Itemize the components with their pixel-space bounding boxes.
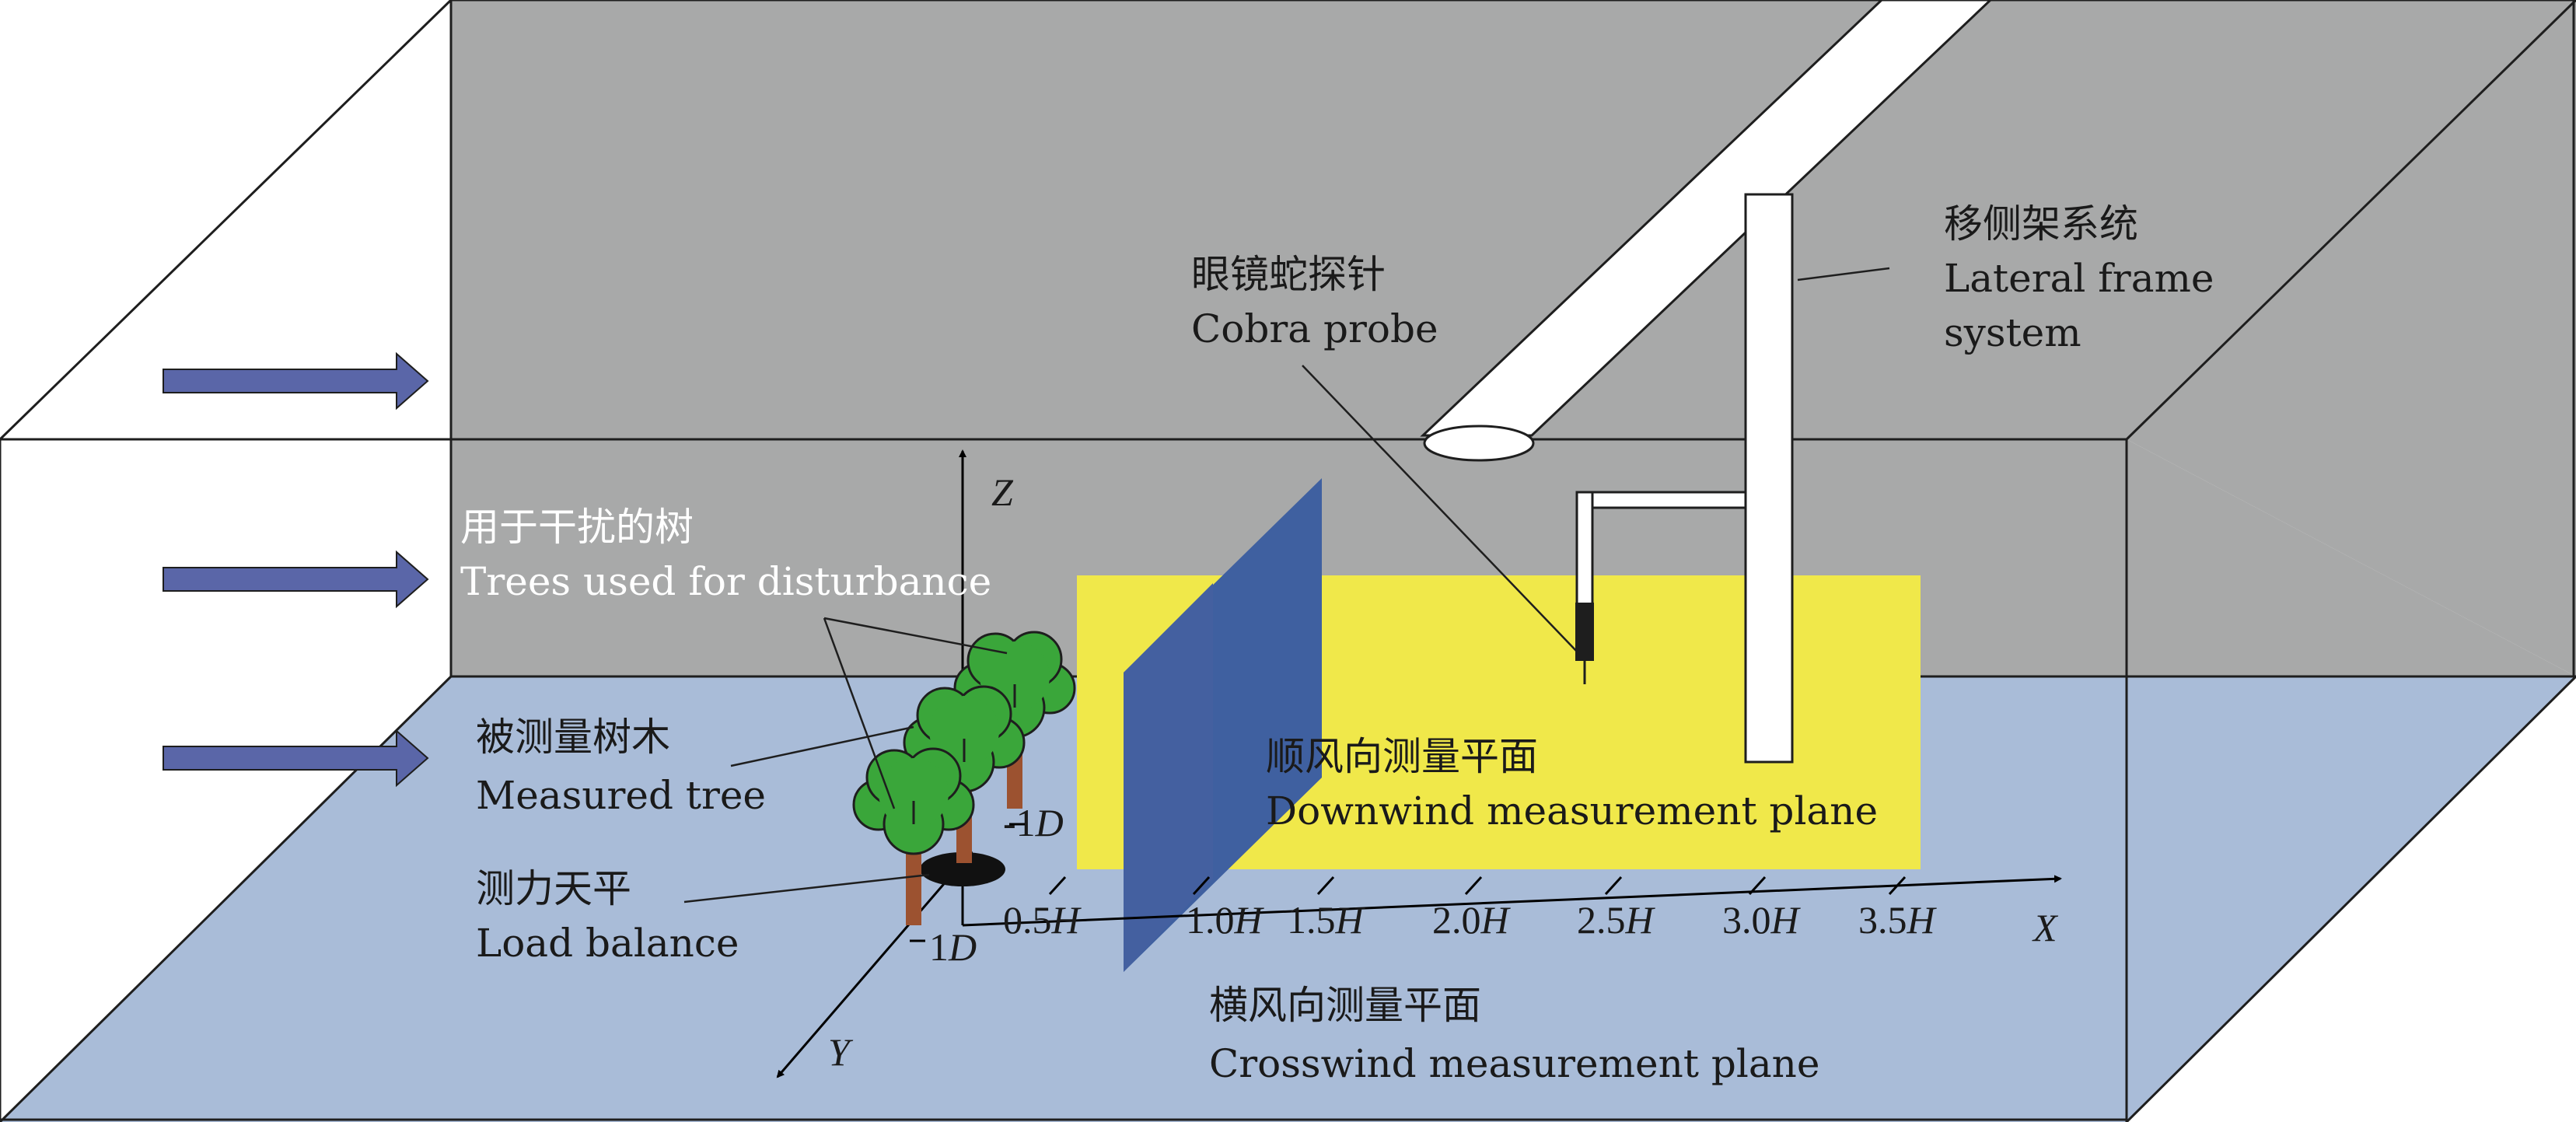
x-axis (962, 875, 2062, 927)
wind-arrow-3 (163, 729, 429, 788)
x-tick-label: 1.5H (1287, 898, 1366, 942)
lateral-frame-label-en-1: Lateral frame (1944, 256, 2214, 301)
disturbance-trees-label-cn: 用于干扰的树 (460, 505, 694, 550)
downwind-plane-label-cn: 顺风向测量平面 (1266, 734, 1538, 779)
x-axis-label: X (2032, 906, 2059, 949)
lateral-frame-label-en-2: system (1944, 310, 2081, 355)
z-axis-label: Z (991, 470, 1014, 514)
y-tick-label-pos: 1D (929, 925, 977, 969)
x-tick-label: 0.5H (1003, 898, 1082, 942)
load-balance-label-cn: 测力天平 (476, 866, 631, 911)
lateral-frame-label-cn: 移侧架系统 (1944, 201, 2138, 246)
downwind-plane-label-en: Downwind measurement plane (1266, 788, 1878, 834)
x-ticks (1048, 876, 1907, 896)
probe-arm-drop (1575, 491, 1594, 606)
measured-tree-label-cn: 被测量树木 (476, 715, 670, 760)
probe-arm (1577, 491, 1747, 509)
x-tick-label: 3.0H (1722, 898, 1802, 942)
tunnel-floor (0, 676, 2576, 1122)
y-tick-label-neg: -1D (1003, 801, 1064, 844)
cobra-probe-label-en: Cobra probe (1191, 306, 1438, 351)
right-wall-lower (2127, 439, 2576, 676)
back-wall (451, 0, 2127, 439)
cobra-probe-label-cn: 眼镜蛇探针 (1191, 252, 1386, 297)
lateral-frame-post (1744, 193, 1794, 764)
x-tick-label: 2.0H (1432, 898, 1512, 942)
y-axis-label: Y (828, 1030, 854, 1074)
right-wall (2127, 0, 2576, 676)
crosswind-plane-label-en: Crosswind measurement plane (1209, 1041, 1819, 1086)
y-axis (776, 851, 973, 1078)
load-balance-label-en: Load balance (476, 921, 739, 966)
wind-arrow-2 (163, 550, 429, 609)
wind-arrow-1 (163, 351, 429, 411)
crosswind-plane-front (1124, 583, 1213, 972)
wind-arrows (163, 351, 429, 788)
load-balance-disc (920, 852, 1005, 886)
disturbance-trees-label-en: Trees used for disturbance (460, 559, 991, 604)
measured-tree-label-en: Measured tree (476, 773, 766, 818)
cobra-probe (1575, 603, 1594, 661)
leader-lines (683, 267, 1890, 904)
x-tick-label: 1.0H (1186, 898, 1265, 942)
crosswind-plane-label-cn: 横风向测量平面 (1209, 983, 1481, 1028)
x-tick-label: 2.5H (1577, 898, 1656, 942)
x-tick-label: 3.5H (1858, 898, 1938, 942)
beam-end (1423, 425, 1535, 462)
